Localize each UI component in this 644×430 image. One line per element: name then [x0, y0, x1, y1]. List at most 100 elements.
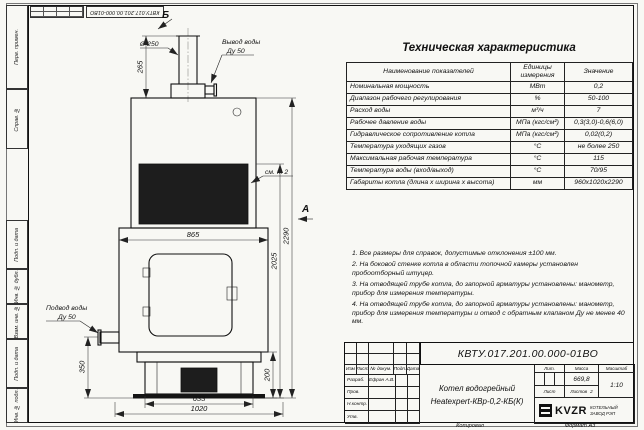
- product-name-line1: Котел водогрейный: [438, 383, 516, 393]
- stamp-label: Подп. и дата: [14, 346, 20, 381]
- spec-cell: Габариты котла (длина х ширина х высота): [346, 176, 511, 190]
- tb-col-doc: № докум.: [369, 365, 394, 375]
- spec-cell: МВт: [510, 80, 565, 94]
- product-name-cell: Котел водогрейный Heatexpert-КВр-0,2-КБ(…: [420, 365, 535, 424]
- spec-cell: 0,3(3,0)-0,6(6,0): [564, 116, 633, 130]
- tb-empty-cell: [357, 343, 369, 354]
- tb-mass-label: Масса: [565, 365, 599, 373]
- dim-2025: 2025: [256, 163, 284, 399]
- spec-header-row: Наименование показателей Единицы измерен…: [346, 62, 633, 82]
- tb-empty-cell: [396, 399, 408, 411]
- tb-row-utv: Утв.: [345, 411, 369, 424]
- note-item: 2. На боковой стенке котла в области топ…: [352, 261, 579, 277]
- spec-header-name: Наименование показателей: [346, 62, 511, 82]
- spec-cell: Рабочее давление воды: [346, 116, 511, 130]
- stamp-label: Инв. № подл.: [14, 388, 20, 423]
- spec-cell: °С: [510, 140, 565, 154]
- stamp-vzam-inv: Взам. инв. №: [6, 304, 28, 339]
- tb-list-label: Лист: [535, 386, 565, 398]
- boiler-base: [133, 351, 265, 399]
- spec-cell: 50-100: [564, 92, 633, 106]
- stamp-label: Инв. № дубл.: [14, 269, 20, 304]
- spec-cell: МПа (кгс/см²): [510, 116, 565, 130]
- title-block-doc-number: КВТУ.017.201.00.000-01ВО: [420, 343, 635, 365]
- spec-cell: °С: [510, 152, 565, 166]
- dim-2290-text: 2290: [282, 227, 291, 246]
- leader: [167, 47, 179, 56]
- corner-cell: [57, 7, 70, 12]
- spec-cell: °С: [510, 164, 565, 178]
- kopiroval-label: Копировал: [456, 423, 484, 429]
- boiler-drawing: Б Ø 250 Вывод воды Ду 50 265: [46, 10, 313, 417]
- tb-empty-cell: [407, 354, 420, 365]
- tb-razrab-name: Ефран А.В.: [369, 375, 396, 387]
- corner-cell: [57, 12, 70, 17]
- tb-empty-cell: [369, 411, 396, 424]
- stamp-label: Взам. инв. №: [14, 304, 20, 339]
- notes-list: 1. Все размеры для справок, допустимые о…: [352, 250, 630, 330]
- corner-cell: [70, 12, 83, 17]
- spec-cell: %: [510, 92, 565, 106]
- tb-empty-cell: [396, 411, 408, 424]
- see-note-label: см. п. 2: [265, 169, 288, 176]
- outlet-label-1: Вывод воды: [222, 38, 260, 46]
- product-name-line2: Heatexpert-КВр-0,2-КБ(К): [430, 396, 524, 406]
- spec-cell: 0,02(0,2): [564, 128, 633, 142]
- rotated-doc-number: КВТУ.017.201.00.000-01ВО: [86, 6, 164, 18]
- dim-350: 350: [78, 336, 133, 399]
- chimney: [170, 28, 218, 102]
- tb-listov-label: Листов: [570, 389, 588, 394]
- tb-empty-cell: [408, 375, 420, 387]
- tb-col-list: Лист: [357, 365, 369, 375]
- tb-empty-cell: [396, 375, 408, 387]
- leader: [210, 54, 223, 84]
- spec-table-title: Техническая характеристика: [402, 42, 576, 54]
- outlet-label-2: Ду 50: [226, 48, 245, 55]
- view-b-label: Б: [162, 10, 169, 21]
- tb-empty-cell: [396, 387, 408, 399]
- corner-stamp-grid: [30, 6, 84, 18]
- spec-cell: Максимальная рабочая температура: [346, 152, 511, 166]
- tb-listov-value: 2: [590, 389, 593, 394]
- spec-cell: Расход воды: [346, 104, 511, 118]
- tb-col-podp: Подп.: [394, 365, 407, 375]
- spec-header-value: Значение: [564, 62, 633, 82]
- dim-1020-text: 1020: [191, 404, 209, 413]
- tb-row-prov: Пров.: [345, 387, 369, 399]
- spec-header-unit: Единицы измерения: [510, 62, 565, 82]
- spec-row: Габариты котла (длина х ширина х высота)…: [346, 176, 633, 190]
- stamp-podp-data-2: Подп. и дата: [6, 339, 28, 388]
- stamp-label: Справ. №: [14, 106, 20, 132]
- spec-cell: 7: [564, 104, 633, 118]
- spec-table: Наименование показателей Единицы измерен…: [346, 62, 633, 190]
- tb-empty-cell: [408, 411, 420, 424]
- note-item: 3. На отводящей трубе котла, до запорной…: [352, 281, 615, 297]
- tb-empty-cell: [394, 354, 407, 365]
- spec-cell: Температура воды (вход/выход): [346, 164, 511, 178]
- boiler-body: [118, 227, 269, 353]
- stamp-podp-data-1: Подп. и дата: [6, 220, 28, 269]
- spec-cell: мм: [510, 176, 565, 190]
- stamp-label: Перв. примен.: [14, 29, 20, 65]
- leader: [79, 320, 99, 334]
- tb-empty-cell: [407, 343, 420, 354]
- tb-scale-label: Масштаб: [599, 365, 635, 373]
- dim-2290: 2290: [256, 97, 296, 399]
- dim-350-text: 350: [78, 360, 87, 373]
- title-block: КВТУ.017.201.00.000-01ВО Изм Лист № доку…: [344, 342, 635, 424]
- tb-empty-cell: [357, 354, 369, 365]
- tb-row-razrab: Разраб.: [345, 375, 369, 387]
- view-b-arrow: [157, 18, 173, 30]
- dim-865-text: 865: [187, 230, 200, 239]
- corner-cell: [70, 7, 83, 12]
- tb-empty-cell: [345, 343, 357, 354]
- spec-cell: 70/95: [564, 164, 633, 178]
- tb-listov-cell: Листов 2: [565, 386, 599, 398]
- spec-row: Диапазон рабочего регулирования%50-100: [346, 92, 633, 106]
